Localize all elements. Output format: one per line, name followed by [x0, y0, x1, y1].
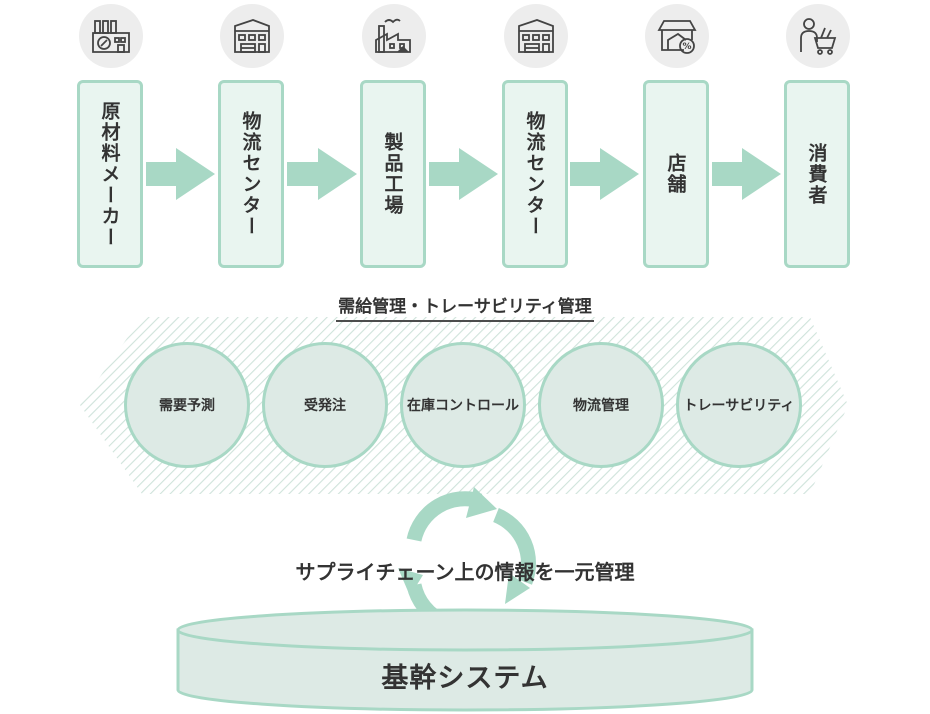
- stage-label: 製品工場: [381, 132, 404, 216]
- stage-icon-4: [504, 4, 568, 68]
- flow-arrow: [570, 148, 639, 200]
- system-cylinder: [176, 608, 754, 712]
- stage-icon-5: %: [645, 4, 709, 68]
- stage-label: 店舗: [664, 153, 687, 195]
- warehouse-icon: [518, 19, 554, 53]
- stage-box-store: 店舗: [643, 80, 709, 268]
- management-title: 需給管理・トレーサビリティ管理: [0, 292, 930, 322]
- store-icon: %: [657, 20, 697, 54]
- stage-label: 消費者: [805, 142, 828, 206]
- stage-icon-2: [220, 4, 284, 68]
- flow-arrow: [287, 148, 357, 200]
- flow-arrows: [146, 148, 781, 200]
- cycle-arrowheads: [398, 487, 530, 604]
- stage-box-product-factory: 製品工場: [360, 80, 426, 268]
- svg-text:%: %: [682, 42, 691, 52]
- integration-label: サプライチェーン上の情報を一元管理: [295, 560, 635, 584]
- stage-label: 物流センター: [523, 111, 546, 237]
- stage-box-logistics-center: 物流センター: [218, 80, 284, 268]
- flow-arrow: [146, 148, 215, 200]
- stage-label: 物流センター: [239, 111, 262, 237]
- stage-label: 原材料メーカー: [98, 100, 121, 248]
- factory-icon: [92, 20, 130, 53]
- warehouse-icon: [234, 19, 270, 53]
- flow-arrow: [712, 148, 781, 200]
- function-ordering: 受発注: [262, 342, 388, 468]
- factory-icon: [375, 18, 411, 53]
- function-logistics-management: 物流管理: [538, 342, 664, 468]
- stage-icon-6: [786, 4, 850, 68]
- core-system-label: 基幹システム: [381, 663, 549, 694]
- stage-box-material-maker: 原材料メーカー: [77, 80, 143, 268]
- function-traceability: トレーサビリティ: [676, 342, 802, 468]
- flow-arrow: [429, 148, 498, 200]
- stage-box-logistics-center-2: 物流センター: [502, 80, 568, 268]
- stage-icon-3: [362, 4, 426, 68]
- stage-box-consumer: 消費者: [784, 80, 850, 268]
- management-title-text: 需給管理・トレーサビリティ管理: [336, 292, 594, 322]
- shopper-icon: [800, 18, 837, 55]
- stage-icon-1: [79, 4, 143, 68]
- function-inventory-control: 在庫コントロール: [400, 342, 526, 468]
- function-demand-forecast: 需要予測: [124, 342, 250, 468]
